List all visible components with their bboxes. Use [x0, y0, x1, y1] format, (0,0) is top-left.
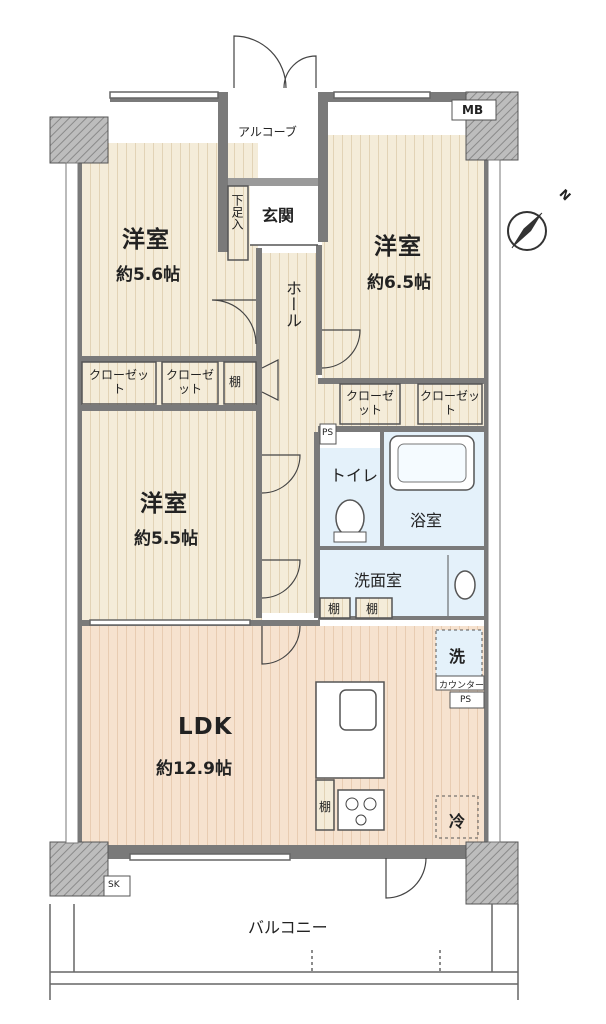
washer-floor — [436, 630, 482, 676]
sk-label: SK — [108, 880, 120, 890]
shelf-label-4: 棚 — [319, 800, 332, 814]
column-bottom-left — [49, 841, 109, 897]
western2-name: 洋室 — [374, 234, 422, 260]
burner-3 — [355, 814, 367, 826]
toilet-bowl — [335, 499, 365, 537]
wall-strip-right — [487, 159, 501, 843]
compass-icon — [507, 211, 547, 251]
room-western2-floor — [322, 135, 484, 381]
shelf-label-3: 棚 — [366, 602, 379, 616]
western1-name: 洋室 — [122, 227, 170, 253]
ps-label-upper: PS — [322, 428, 334, 438]
burner-1 — [345, 797, 359, 811]
balcony-label: バルコニー — [248, 918, 328, 937]
closet-label-4: クローゼット — [420, 389, 481, 417]
column-top-left — [49, 116, 109, 164]
room-western3-floor — [82, 410, 262, 624]
wash-basin — [454, 570, 476, 600]
entrance-door-swing-2 — [283, 55, 317, 89]
counter-box — [435, 675, 485, 691]
bath-label: 浴室 — [410, 511, 443, 530]
washroom-label: 洗面室 — [354, 571, 403, 590]
shelf-label-2: 棚 — [328, 602, 341, 616]
ldk-name: LDK — [178, 714, 233, 740]
western1-area: 約5.6帖 — [116, 265, 181, 285]
entrance-threshold — [228, 178, 318, 186]
balcony — [49, 904, 519, 1000]
wall-strip-left — [65, 162, 79, 844]
room-ldk-floor — [82, 626, 486, 858]
closet-label-2: クローゼット — [165, 368, 214, 396]
hall-label: ホール — [283, 280, 302, 328]
entrance-door-swing — [233, 35, 287, 89]
burner-2 — [363, 797, 377, 811]
fridge-space — [435, 795, 479, 839]
closet-label-3: クローゼット — [345, 389, 394, 417]
kitchen-stove — [337, 789, 385, 831]
counter-label: カウンター — [439, 681, 485, 691]
shelf-label-1: 棚 — [229, 375, 242, 389]
washer-label: 洗 — [449, 647, 466, 666]
western3-name: 洋室 — [140, 491, 188, 517]
closet-label-1: クローゼット — [88, 368, 149, 396]
sk-box — [103, 875, 131, 897]
western3-area: 約5.5帖 — [134, 529, 199, 549]
column-bottom-right — [465, 841, 519, 905]
fridge-label: 冷 — [449, 812, 466, 831]
closets — [81, 361, 483, 831]
ldk-area: 約12.9帖 — [156, 759, 232, 779]
ps-box-lower — [449, 691, 485, 709]
hall-floor — [262, 253, 318, 613]
kitchen-sink — [339, 689, 377, 731]
bathtub-inner — [397, 443, 467, 483]
alcove-label: アルコーブ — [238, 125, 297, 139]
ps-label-lower: PS — [460, 695, 472, 705]
shoe-closet — [227, 185, 249, 261]
shoe-closet-label: 下足入 — [230, 194, 244, 230]
entrance-floor — [250, 185, 318, 245]
western2-area: 約6.5帖 — [367, 273, 432, 293]
toilet-label: トイレ — [330, 466, 379, 485]
mb-box — [451, 99, 497, 121]
windows — [89, 91, 431, 861]
ps-box-upper — [319, 423, 337, 445]
interior-doors — [211, 299, 427, 899]
mb-label: MB — [462, 103, 484, 117]
toilet-tank — [333, 531, 367, 543]
entrance-label: 玄関 — [262, 206, 295, 225]
